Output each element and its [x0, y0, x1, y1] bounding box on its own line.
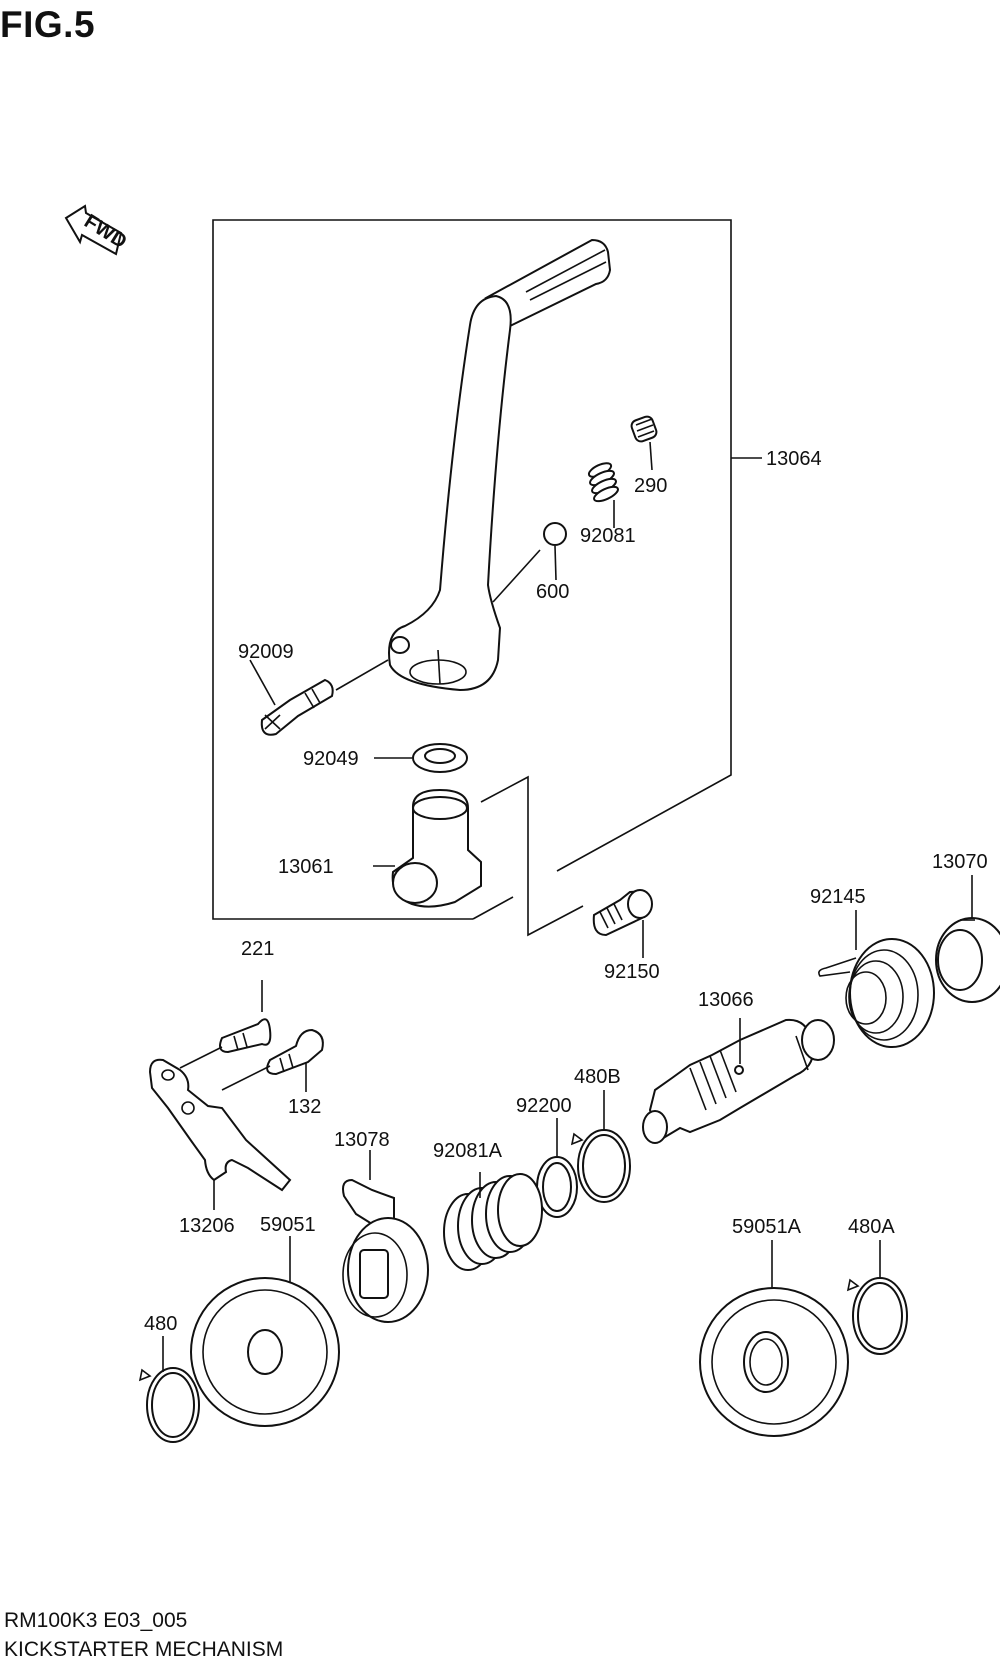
figure-title: FIG.5: [0, 4, 96, 45]
label-221: 221: [241, 938, 274, 960]
return-spring-part: [818, 910, 935, 1048]
washer-92200-part: [536, 1118, 578, 1218]
label-13070: 13070: [932, 851, 988, 873]
stopper-plate-part: [148, 1058, 292, 1210]
label-290: 290: [634, 475, 667, 497]
label-13061: 13061: [278, 856, 334, 878]
label-132: 132: [288, 1096, 321, 1118]
ring-13070-part: [935, 875, 1000, 1003]
label-92081A: 92081A: [433, 1140, 503, 1162]
label-600: 600: [536, 581, 569, 603]
label-480: 480: [144, 1313, 177, 1335]
label-92081: 92081: [580, 525, 636, 547]
label-92200: 92200: [516, 1095, 572, 1117]
setscrew-part: [630, 415, 658, 471]
washer-92049-part: [374, 743, 468, 773]
circlip-480B-part: [570, 1090, 631, 1203]
gear-59051A-part: [699, 1240, 849, 1437]
gear-59051-part: [190, 1236, 340, 1427]
label-59051: 59051: [260, 1214, 316, 1236]
label-480B: 480B: [574, 1066, 621, 1088]
bolt-92009-part: [249, 659, 389, 736]
spring-large-part: [443, 1172, 543, 1271]
label-92150: 92150: [604, 961, 660, 983]
label-59051A: 59051A: [732, 1216, 802, 1238]
bolt-92150-part: [592, 889, 653, 958]
kick-joint-part: [373, 788, 482, 908]
spring-small-part: [587, 462, 619, 528]
assembly-bracket: [212, 219, 732, 920]
figure-code: RM100K3 E03_005: [4, 1609, 188, 1632]
bolt-132-part: [221, 1028, 324, 1092]
bolt-221-part: [179, 980, 272, 1069]
figure-name: KICKSTARTER MECHANISM: [4, 1638, 284, 1661]
circlip-480A-part: [846, 1240, 908, 1355]
label-92145: 92145: [810, 886, 866, 908]
label-92049: 92049: [303, 748, 359, 770]
assembly-bracket-break: [480, 775, 584, 937]
label-13206: 13206: [179, 1215, 235, 1237]
label-13078: 13078: [334, 1129, 390, 1151]
circlip-480-part: [138, 1336, 200, 1443]
label-92009: 92009: [238, 641, 294, 663]
kick-shaft-part: [642, 1018, 835, 1144]
label-13066: 13066: [698, 989, 754, 1011]
fwd-arrow-icon: FWD: [64, 204, 131, 256]
kick-lever-part: [388, 238, 612, 692]
label-13064: 13064: [766, 448, 822, 470]
label-480A: 480A: [848, 1216, 895, 1238]
steel-ball-part: [492, 522, 567, 603]
ratchet-part: [342, 1150, 429, 1323]
